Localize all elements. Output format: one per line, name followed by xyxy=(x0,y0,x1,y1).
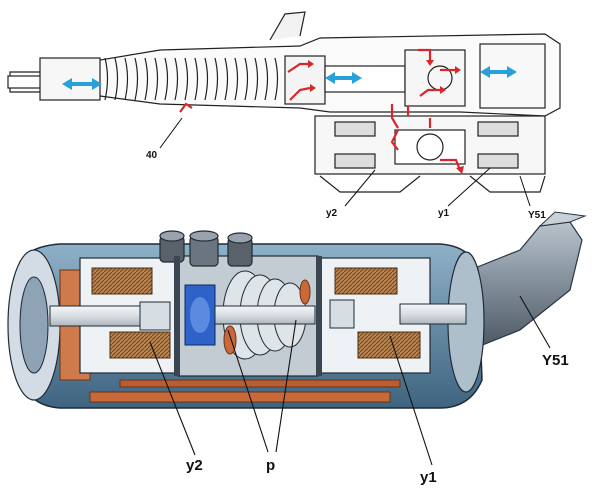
label-top-y1: y1 xyxy=(438,208,450,219)
top-ports xyxy=(159,230,253,267)
label-bottom-p: p xyxy=(266,457,275,474)
label-bottom-Y51: Y51 xyxy=(542,352,569,369)
coil-winding-y1-top xyxy=(334,267,398,295)
flow-arrowheads xyxy=(308,60,464,174)
label-40: 40 xyxy=(146,150,158,161)
bottom-cutaway-render xyxy=(7,211,587,409)
flow-arrow-icon xyxy=(179,48,462,171)
plunger-right xyxy=(399,303,467,325)
cable-connector xyxy=(469,221,583,351)
copper-tube-lower xyxy=(89,391,391,403)
label-bottom-y1: y1 xyxy=(420,469,437,486)
label-top-Y51: Y51 xyxy=(528,210,546,221)
valve-stem xyxy=(214,305,316,325)
bottom-leader-lines xyxy=(149,295,551,466)
coil-winding-y1-bottom xyxy=(357,331,421,359)
double-headed-arrow-icon xyxy=(62,66,517,90)
plunger-left xyxy=(49,305,151,327)
top-cutaway-drawing xyxy=(7,11,561,193)
label-top-y2: y2 xyxy=(326,208,338,219)
label-bottom-y2: y2 xyxy=(186,457,203,474)
spring-coils xyxy=(104,57,279,101)
top-leader-lines xyxy=(159,117,531,207)
coil-winding-y2-top xyxy=(91,267,153,295)
coil-winding-y2-bottom xyxy=(109,331,171,359)
